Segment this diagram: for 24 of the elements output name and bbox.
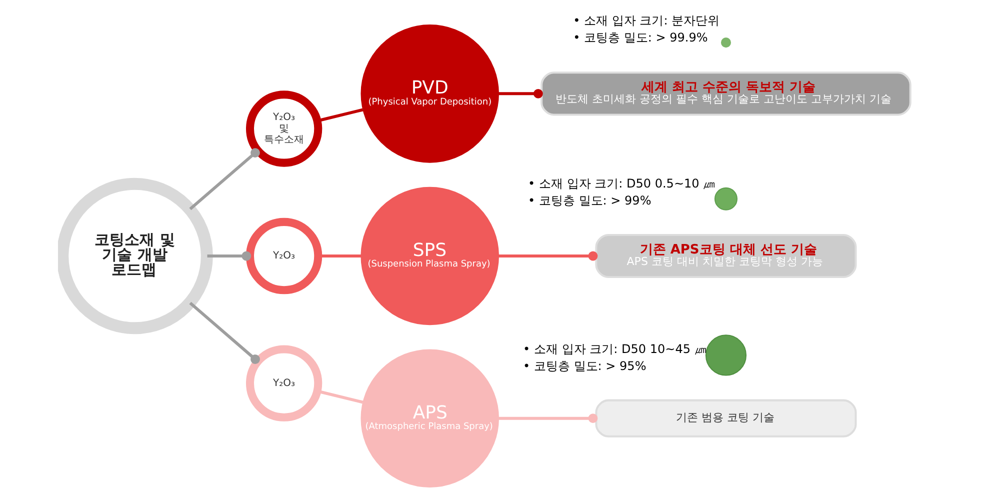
connector [188,301,260,364]
node-box: 기존 범용 코팅 기술 [594,398,856,437]
connector [206,250,251,260]
node-circle: 코팅소재 및 기술 개발 로드맵 [58,177,212,334]
connector [498,88,542,98]
node-label: • 코팅층 밀도: > 99.9% [572,30,708,44]
node-circle: SPS (Suspension Plasma Spray) [360,186,498,325]
node-label: • 소재 입자 크기: D50 0.5~10 ㎛ [528,176,715,190]
node-label: • 코팅층 밀도: > 99% [528,193,651,208]
node-circle: Y₂O₃ 및 특수소재 [245,90,322,166]
node-circle [704,334,746,376]
node-circle: Y₂O₃ [245,344,322,421]
node-label: • 소재 입자 크기: 분자단위 [572,13,720,28]
node-label: • 코팅층 밀도: > 95% [522,358,646,372]
connector [188,148,260,210]
node-circle: Y₂O₃ [245,217,322,294]
connector [498,413,598,423]
node-label: • 소재 입자 크기: D50 10~45 ㎛ [522,341,706,356]
node-box: 세계 최고 수준의 독보적 기술 반도체 초미세화 공정의 필수 핵심 기술로 고난이도 고부가가치 기술 [540,71,911,116]
node-circle [720,37,730,48]
connector [498,250,598,260]
node-circle [714,186,737,210]
node-circle: PVD (Physical Vapor Deposition) [360,24,498,162]
node-circle: APS (Atmospheric Plasma Spray) [360,348,498,487]
